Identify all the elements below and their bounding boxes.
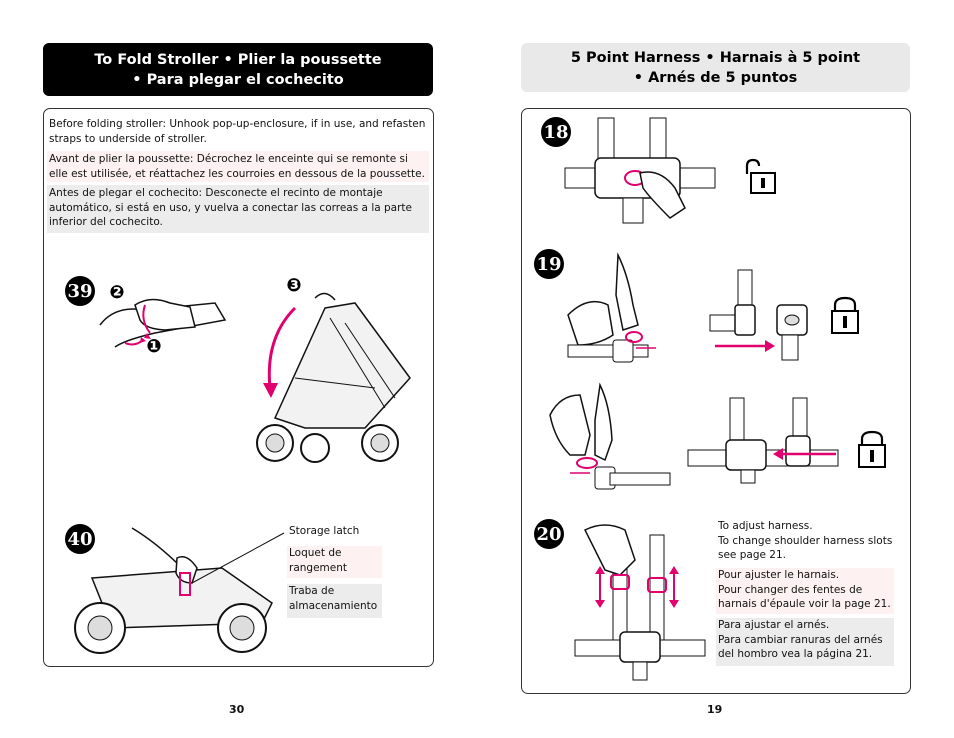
adjust-fr: Pour ajuster le harnais. Pour changer de… (716, 568, 894, 614)
unlocked-padlock-icon (745, 158, 776, 194)
locked-padlock-icon-2 (858, 430, 886, 468)
adjust-en-line2: To change shoulder harness slots see pag… (718, 534, 893, 562)
buckle-insert-hands-bottom (549, 382, 671, 490)
fold-stroller-header: To Fold Stroller • Plier la poussette • … (43, 43, 433, 96)
harness-header: 5 Point Harness • Harnais à 5 point • Ar… (521, 43, 910, 92)
harness-header-line2: • Arnés de 5 puntos (633, 69, 798, 86)
fold-header-line1: To Fold Stroller • Plier la poussette (94, 51, 382, 68)
instruction-en: Before folding stroller: Unhook pop-up-e… (49, 118, 426, 145)
adjust-fr-line2: Pour changer des fentes de harnais d'épa… (718, 583, 891, 611)
page-number-right: 19 (707, 703, 723, 716)
adjust-en-line1: To adjust harness. (718, 520, 813, 532)
harness-adjust-illustration (574, 524, 706, 681)
adjust-fr-line1: Pour ajuster le harnais. (718, 569, 840, 581)
step-39-badge: 39 (65, 276, 95, 306)
buckle-slide-diagram-top (709, 269, 808, 361)
substep-1-badge: ❶ (146, 335, 162, 357)
buckle-unlatch-illustration (564, 117, 716, 224)
adjust-es-line1: Para ajustar el arnés. (718, 619, 830, 631)
latch-label-fr: Loquet de rangement (287, 546, 382, 578)
adjust-en: To adjust harness. To change shoulder ha… (718, 519, 893, 563)
step-40-badge: 40 (65, 524, 95, 554)
instruction-fr: Avant de plier la poussette: Décrochez l… (47, 151, 429, 182)
substep-2-badge: ❷ (109, 281, 125, 303)
buckle-slide-diagram-bottom (687, 397, 839, 484)
substep-3-badge: ❸ (286, 274, 302, 296)
step-20-badge: 20 (534, 519, 564, 549)
step-18-badge: 18 (541, 117, 571, 147)
latch-label-es: Traba de almacenamiento (287, 584, 382, 618)
adjust-es: Para ajustar el arnés. Para cambiar ranu… (716, 618, 894, 666)
page-number-left: 30 (229, 703, 245, 716)
instruction-es: Antes de plegar el cochecito: Desconecte… (47, 185, 429, 233)
adjust-es-line2: Para cambiar ranuras del arnés del hombr… (718, 633, 883, 661)
locked-padlock-icon-1 (831, 296, 859, 334)
harness-header-line1: 5 Point Harness • Harnais à 5 point (570, 49, 861, 66)
folded-stroller-illustration (74, 527, 285, 654)
latch-label-en: Storage latch (289, 525, 360, 537)
fold-handle-illustration (99, 298, 227, 348)
stroller-folding-illustration (256, 292, 411, 463)
buckle-insert-hands-top (567, 252, 656, 363)
step-19-badge: 19 (534, 249, 564, 279)
fold-header-line2: • Para plegar el cochecito (132, 71, 344, 88)
